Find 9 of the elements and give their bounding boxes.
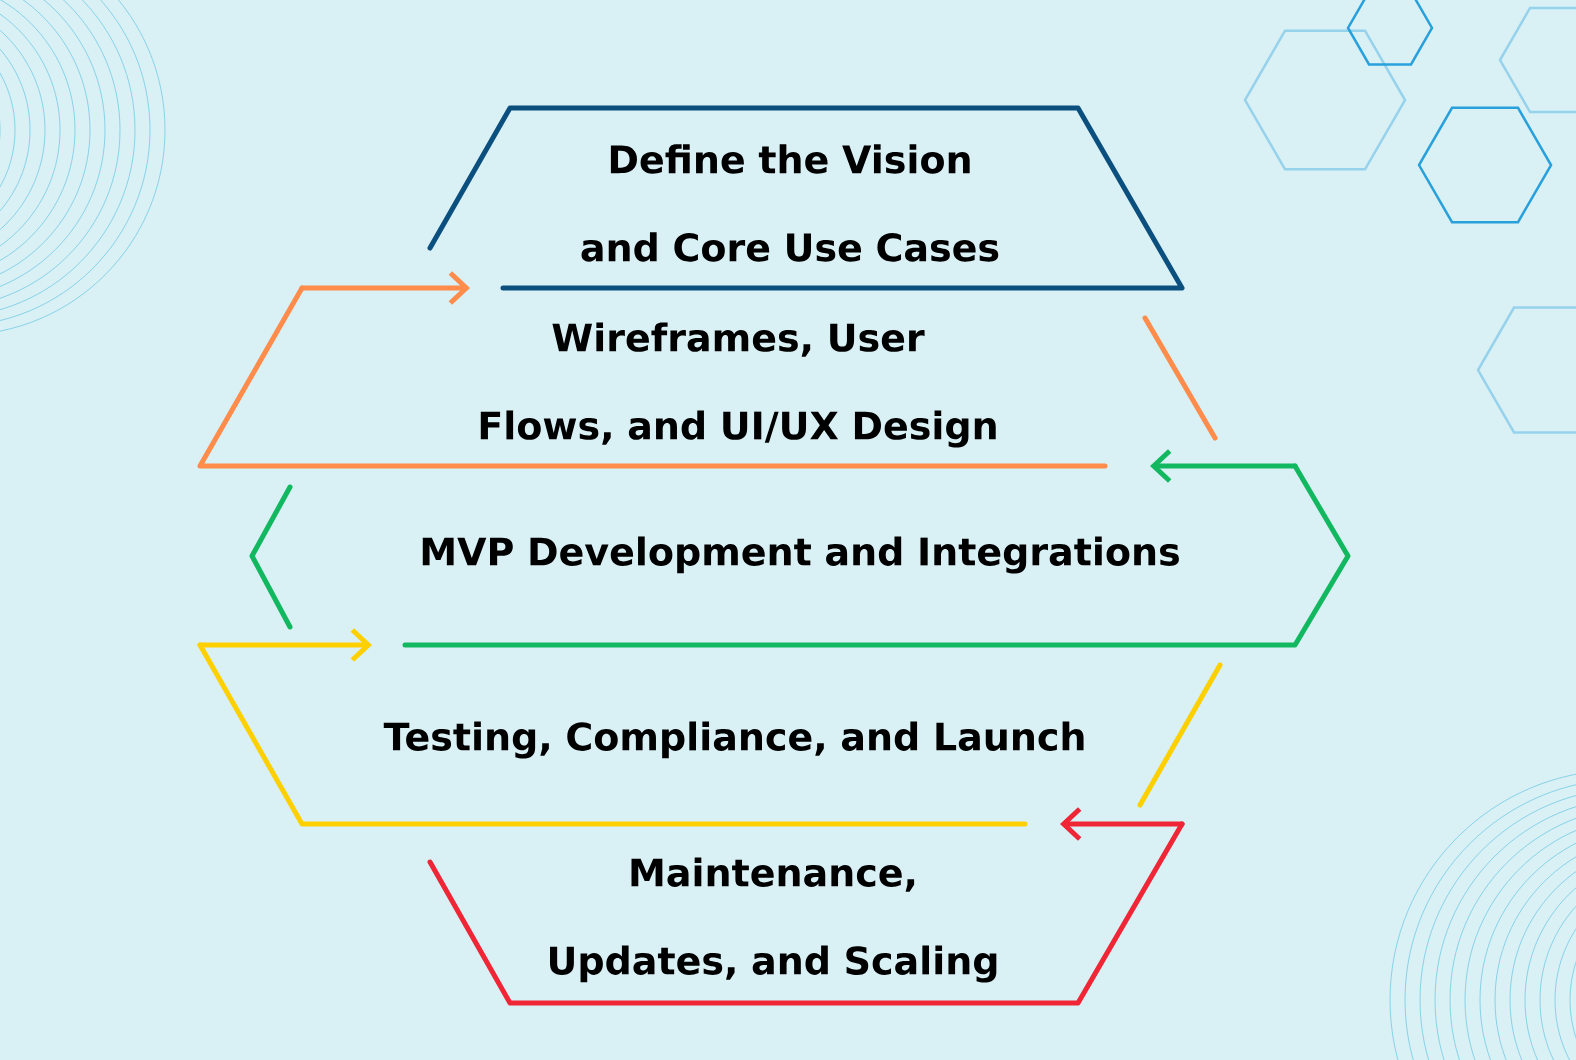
arrow (1060, 807, 1185, 841)
stage-box: Define the Vision and Core Use Cases (427, 105, 1185, 291)
stage-box: Testing, Compliance, and Launch (197, 642, 1223, 827)
stage-box: Wireframes, User Flows, and UI/UX Design (197, 285, 1218, 469)
arrow (299, 271, 470, 305)
arrow (197, 628, 372, 662)
arrow (1150, 449, 1298, 483)
stage-box: Maintenance, Updates, and Scaling (427, 821, 1185, 1006)
stage-box: MVP Development and Integrations (249, 463, 1351, 648)
